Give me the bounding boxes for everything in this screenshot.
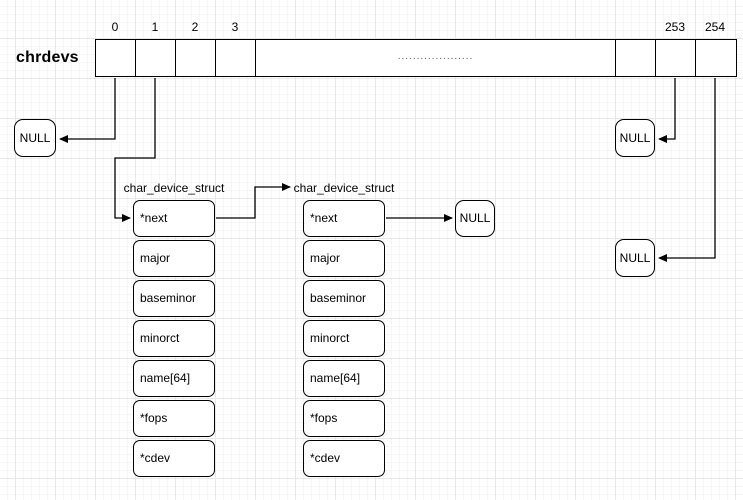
chrdevs-array: .................... (95, 39, 737, 77)
array-cell-2 (176, 40, 216, 76)
struct2-field-cdev: *cdev (303, 440, 385, 477)
index-label-gap (255, 20, 615, 36)
index-label-blank (615, 20, 655, 36)
struct1-field-baseminor: baseminor (133, 280, 215, 317)
struct2-field-baseminor: baseminor (303, 280, 385, 317)
index-label-0: 0 (111, 20, 119, 34)
array-cell-ellipsis: .................... (256, 40, 616, 76)
arrow-cell253-to-null (658, 78, 676, 143)
char-device-struct-2: char_device_struct *next major baseminor… (294, 181, 394, 480)
struct1-title: char_device_struct (123, 181, 225, 195)
struct1-field-minorct: minorct (133, 320, 215, 357)
array-cell-253 (656, 40, 696, 76)
index-label-253: 253 (664, 20, 686, 34)
struct2-field-major: major (303, 240, 385, 277)
arrow-struct1-next-to-struct2 (216, 183, 291, 219)
arrow-cell0-to-null (59, 78, 116, 143)
array-title: chrdevs (16, 49, 79, 66)
struct1-field-major: major (133, 240, 215, 277)
struct2-field-name: name[64] (303, 360, 385, 397)
struct1-field-name: name[64] (133, 360, 215, 397)
array-cell-254 (696, 40, 736, 76)
array-cell-unlabeled (616, 40, 656, 76)
null-node-cell253: NULL (615, 119, 655, 157)
struct1-field-fops: *fops (133, 400, 215, 437)
array-cell-0 (96, 40, 136, 76)
index-label-3: 3 (231, 20, 239, 34)
struct2-title: char_device_struct (293, 181, 395, 195)
index-label-1: 1 (151, 20, 159, 34)
arrow-cell254-to-null (658, 78, 716, 262)
ellipsis-dots: .................... (397, 51, 474, 62)
struct2-field-fops: *fops (303, 400, 385, 437)
array-index-labels: 0 1 2 3 253 254 (95, 20, 735, 36)
struct2-field-next: *next (303, 200, 385, 237)
char-device-struct-1: char_device_struct *next major baseminor… (124, 181, 224, 480)
array-cell-3 (216, 40, 256, 76)
null-node-cell0: NULL (14, 119, 56, 157)
null-node-cell254: NULL (615, 239, 655, 277)
null-node-list-end: NULL (455, 200, 495, 237)
struct2-field-minorct: minorct (303, 320, 385, 357)
struct1-field-next: *next (133, 200, 215, 237)
array-cell-1 (136, 40, 176, 76)
index-label-254: 254 (704, 20, 726, 34)
index-label-2: 2 (191, 20, 199, 34)
struct1-field-cdev: *cdev (133, 440, 215, 477)
